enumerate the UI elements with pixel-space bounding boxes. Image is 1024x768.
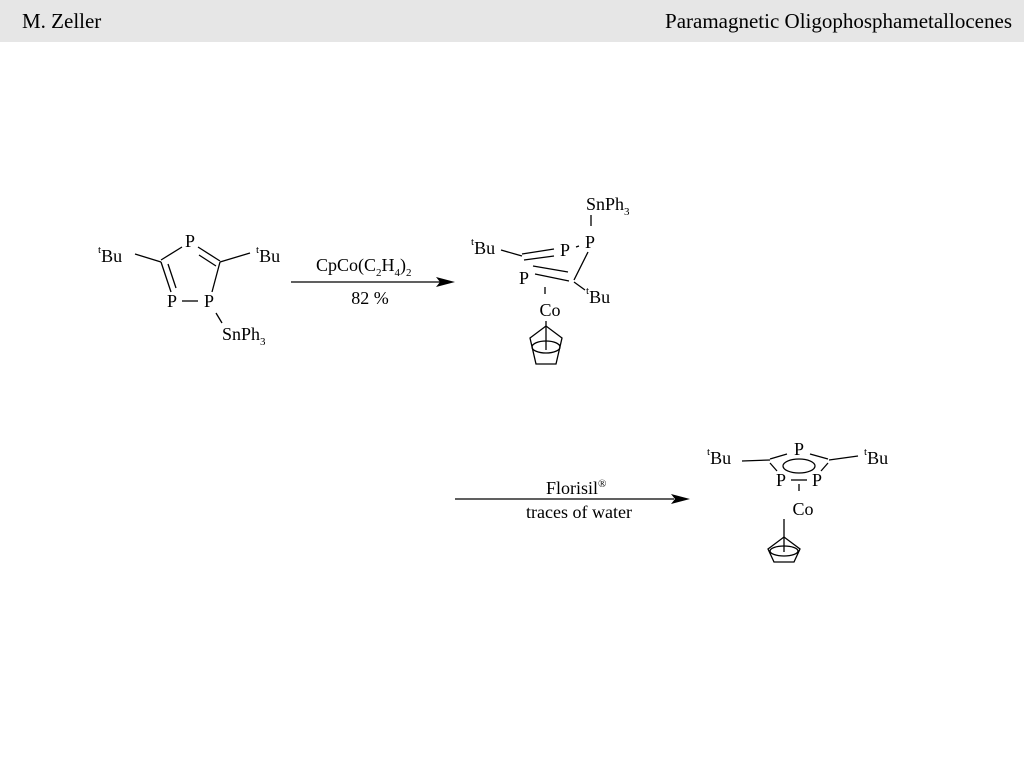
bond (532, 265, 569, 273)
tbu-left-label: tBu (707, 446, 731, 468)
phosphorus-label: P (185, 231, 195, 251)
phosphorus-label: P (812, 470, 822, 490)
cobalt-triphosphole-complex (500, 215, 592, 365)
bond (134, 253, 162, 263)
phosphorus-label: P (519, 268, 529, 288)
snph3-label: SnPh3 (586, 194, 630, 218)
slide-header: M. Zeller Paramagnetic Oligophosphametal… (0, 0, 1024, 42)
phosphorus-label: P (776, 470, 786, 490)
phosphorus-label: P (794, 439, 804, 459)
slide-title: Paramagnetic Oligophosphametallocenes (665, 9, 1012, 33)
phosphorus-label: P (585, 232, 595, 252)
bond (500, 249, 523, 257)
tbu-left-label: tBu (471, 236, 495, 258)
cyclopentadienyl-ring (529, 325, 563, 365)
phosphorus-label: P (204, 291, 214, 311)
bond (215, 312, 223, 324)
bond (573, 251, 589, 281)
bond (809, 453, 829, 460)
bond (820, 462, 829, 472)
condition-label: traces of water (526, 502, 632, 522)
starting-triphosphole (134, 246, 251, 324)
snph3-label: SnPh3 (222, 324, 266, 348)
bond (160, 246, 183, 261)
reaction-arrow-1 (291, 277, 455, 287)
bond (769, 462, 778, 472)
double-bond-line (198, 254, 217, 267)
bond (160, 261, 172, 293)
tbu-right-label: tBu (256, 244, 280, 266)
aromatic-circle (782, 458, 816, 474)
bond (769, 453, 788, 460)
bond (741, 459, 771, 462)
phosphorus-label: P (560, 240, 570, 260)
bond (575, 245, 580, 248)
cyclopentadienyl-ring (767, 536, 801, 563)
phosphorus-label: P (167, 291, 177, 311)
cobalt-label: Co (792, 499, 813, 519)
tbu-left-label: tBu (98, 244, 122, 266)
bond (219, 252, 251, 263)
bond (573, 281, 586, 291)
reagent-cpco-label: CpCo(C2H4)2 (316, 255, 412, 279)
author-name: M. Zeller (22, 9, 102, 33)
bond (211, 261, 221, 293)
tbu-right-label: tBu (586, 285, 610, 307)
cobalt-triphospholyl-complex (741, 453, 859, 563)
tbu-right-label: tBu (864, 446, 888, 468)
yield-label: 82 % (351, 288, 389, 308)
cobalt-label: Co (539, 300, 560, 320)
bond (197, 246, 221, 262)
reaction-arrow-2 (455, 494, 690, 504)
reagent-florisil-label: Florisil® (546, 478, 606, 498)
bond (521, 248, 555, 255)
double-bond-line (534, 273, 570, 282)
bond (828, 455, 859, 461)
double-bond-line (167, 263, 177, 289)
double-bond-line (523, 255, 555, 261)
